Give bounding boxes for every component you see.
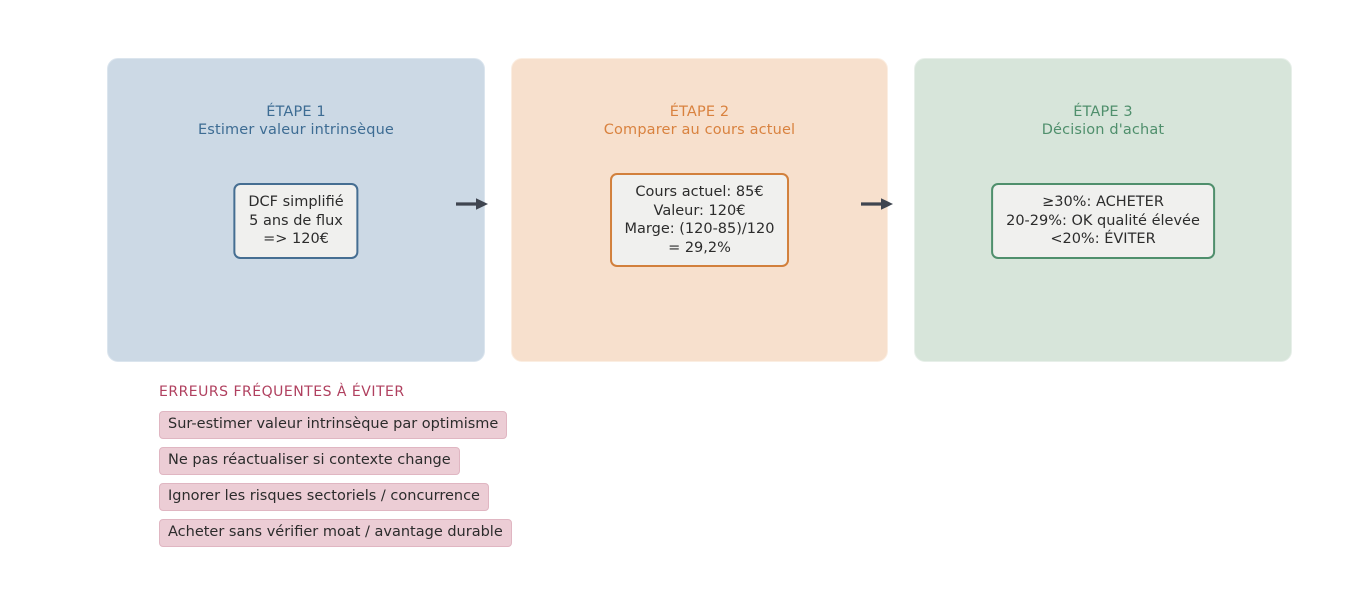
step-2-factbox-line-2: Valeur: 120€ (653, 202, 746, 219)
step-1-factbox: DCF simplifié 5 ans de flux => 120€ (233, 183, 359, 259)
step-1-factbox-line-1: DCF simplifié (248, 194, 344, 210)
step-panel-1: ÉTAPE 1 Estimer valeur intrinsèque DCF s… (107, 58, 485, 362)
step-2-label: ÉTAPE 2 (669, 104, 730, 120)
step-1-factbox-line-3: => 120€ (263, 231, 329, 247)
error-tag: Sur-estimer valeur intrinsèque par optim… (159, 411, 508, 439)
step-3-factbox-line-1: ≥30%: ACHETER (1042, 194, 1164, 210)
error-tag: Ignorer les risques sectoriels / concurr… (159, 483, 489, 511)
arrow-right-icon (455, 195, 489, 213)
step-3-factbox-line-3: <20%: ÉVITER (1050, 231, 1156, 247)
step-2-factbox: Cours actuel: 85€ Valeur: 120€ Marge: (1… (609, 173, 790, 267)
step-2-factbox-line-1: Cours actuel: 85€ (635, 184, 764, 200)
step-panel-2: ÉTAPE 2 Comparer au cours actuel Cours a… (511, 58, 888, 362)
step-panel-3: ÉTAPE 3 Décision d'achat ≥30%: ACHETER 2… (914, 58, 1292, 362)
step-2-factbox-line-3: Marge: (120-85)/120 (624, 221, 775, 237)
step-2-factbox-line-4: = 29,2% (668, 239, 731, 256)
step-3-factbox: ≥30%: ACHETER 20-29%: OK qualité élevée … (991, 183, 1215, 259)
error-tag: Acheter sans vérifier moat / avantage du… (159, 519, 512, 547)
step-2-subtitle: Comparer au cours actuel (603, 121, 796, 138)
step-3-title: ÉTAPE 3 Décision d'achat (915, 104, 1291, 139)
step-3-factbox-line-2: 20-29%: OK qualité élevée (1006, 212, 1200, 229)
error-tag: Ne pas réactualiser si contexte change (159, 447, 460, 475)
step-1-label: ÉTAPE 1 (266, 104, 326, 120)
arrow-right-icon (860, 195, 894, 213)
step-2-title: ÉTAPE 2 Comparer au cours actuel (512, 104, 887, 139)
step-3-subtitle: Décision d'achat (1041, 121, 1165, 138)
common-errors-heading: ERREURS FRÉQUENTES À ÉVITER (159, 384, 405, 400)
step-1-title: ÉTAPE 1 Estimer valeur intrinsèque (108, 104, 484, 139)
step-3-label: ÉTAPE 3 (1073, 104, 1133, 120)
common-errors-section: ERREURS FRÉQUENTES À ÉVITER Sur-estimer … (159, 384, 512, 555)
step-1-subtitle: Estimer valeur intrinsèque (198, 121, 394, 138)
step-1-factbox-line-2: 5 ans de flux (249, 212, 343, 229)
